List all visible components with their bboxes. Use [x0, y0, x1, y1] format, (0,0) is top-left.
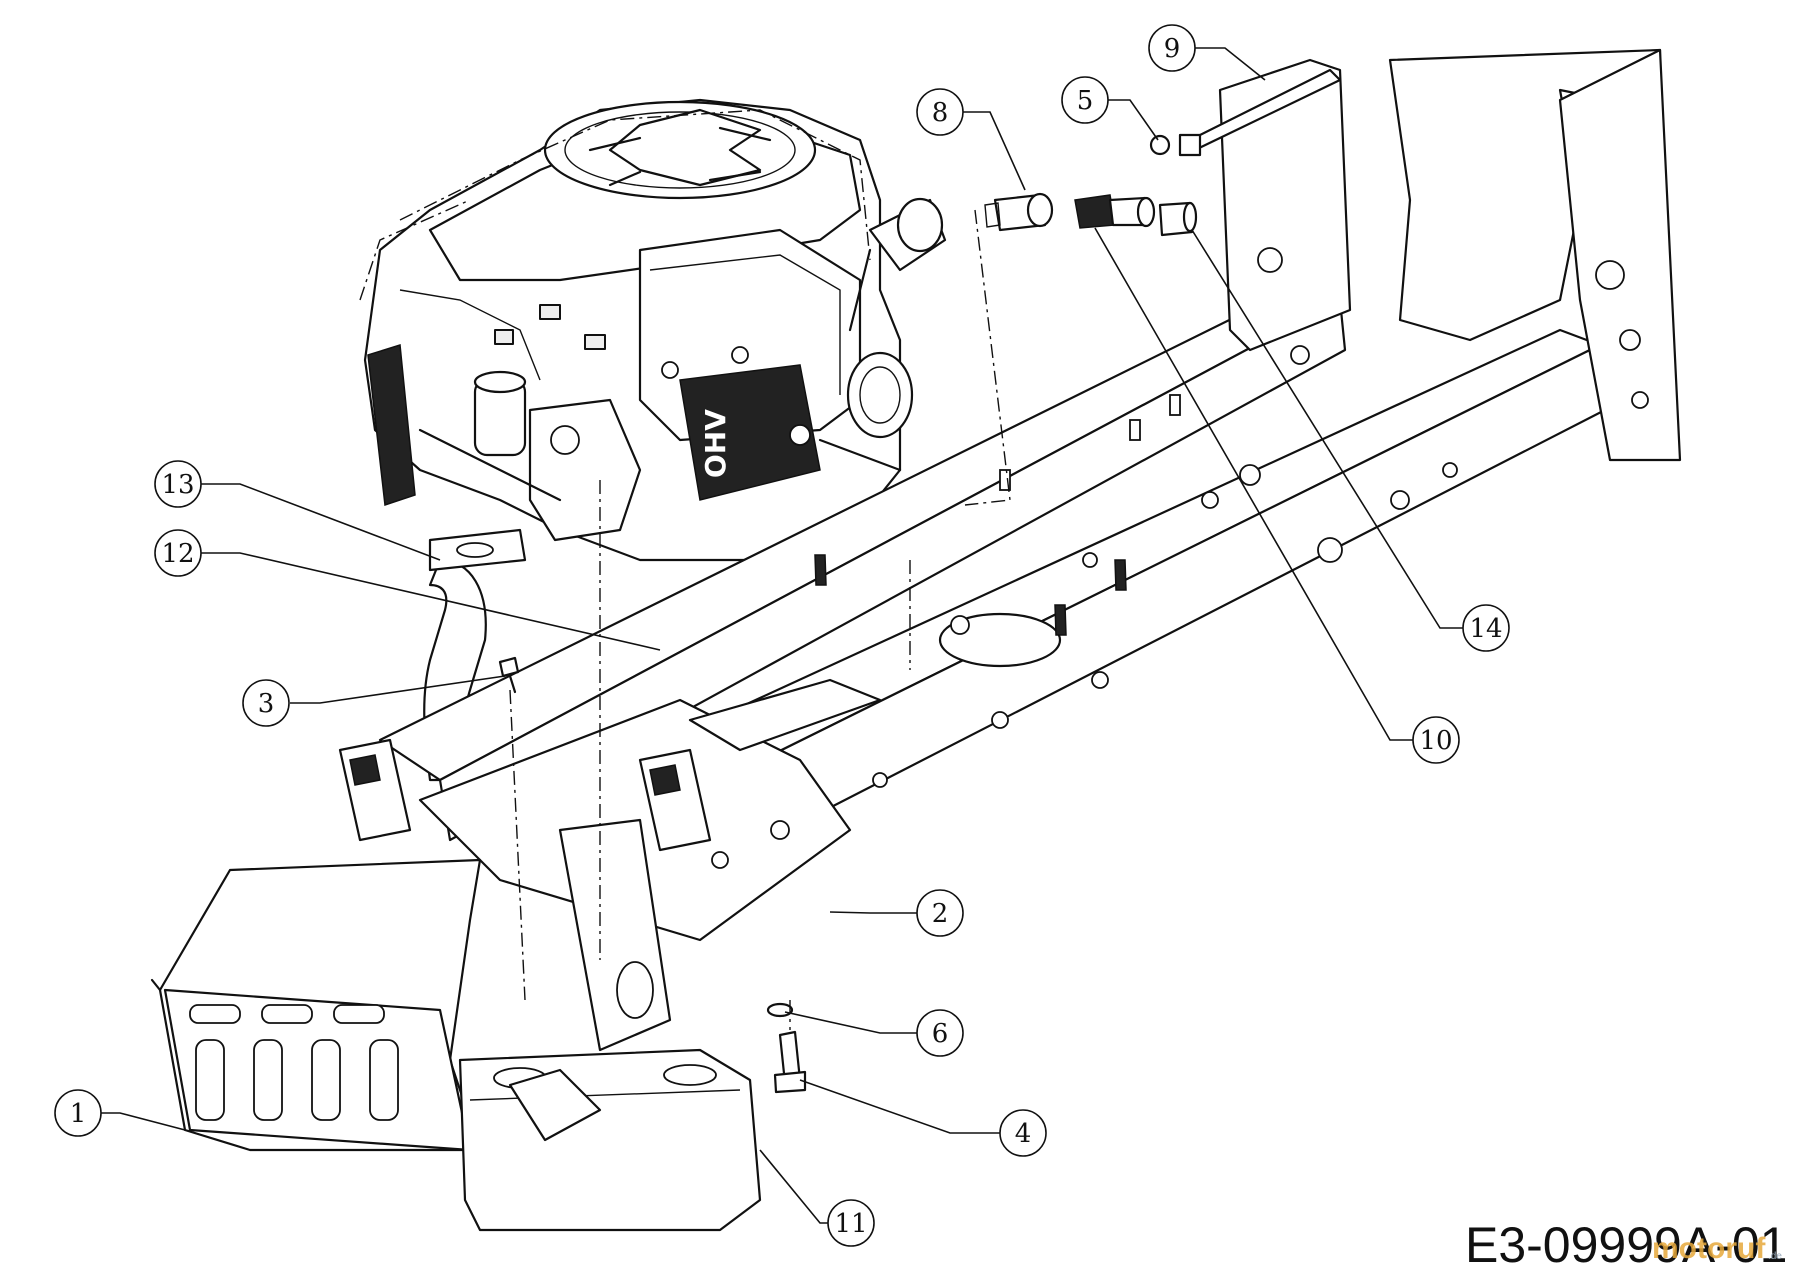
- callout-9: 9: [1148, 24, 1196, 72]
- watermark-logo: motoruf: [1652, 1232, 1766, 1265]
- callout-4: 4: [999, 1109, 1047, 1157]
- watermark-domain: .de: [1768, 1251, 1782, 1262]
- callout-5-label: 5: [1077, 86, 1094, 116]
- callout-3-label: 3: [258, 689, 275, 719]
- engine-assembly: OHV: [359, 98, 947, 562]
- callout-6: 6: [916, 1009, 964, 1057]
- callout-2: 2: [916, 889, 964, 937]
- callout-1-label: 1: [70, 1099, 87, 1129]
- muffler-guard: [150, 858, 482, 1152]
- drawing-code: E3-09999A-01: [1465, 1217, 1787, 1272]
- callout-6-label: 6: [932, 1019, 949, 1049]
- callout-12-label: 12: [161, 539, 194, 569]
- callout-labels: 1 2 3 4 5 6 8 9: [54, 24, 1510, 1247]
- callout-8: 8: [916, 88, 964, 136]
- callout-8-label: 8: [932, 98, 949, 128]
- callout-9-label: 9: [1164, 34, 1181, 64]
- callout-5: 5: [1061, 76, 1109, 124]
- callout-14-label: 14: [1469, 614, 1502, 644]
- callout-13: 13: [154, 460, 202, 508]
- callout-3: 3: [242, 679, 290, 727]
- callout-14: 14: [1462, 604, 1510, 652]
- callout-1: 1: [54, 1089, 102, 1137]
- callout-10: 10: [1412, 716, 1460, 764]
- callout-10-label: 10: [1419, 726, 1452, 756]
- callout-4-label: 4: [1015, 1119, 1032, 1149]
- callout-2-label: 2: [932, 899, 949, 929]
- small-parts: [498, 134, 1198, 1094]
- callout-11-label: 11: [834, 1209, 867, 1239]
- callout-13-label: 13: [161, 470, 194, 500]
- engine-ohv-label: OHV: [699, 409, 732, 478]
- muffler: [458, 1048, 762, 1232]
- callout-12: 12: [154, 529, 202, 577]
- tractor-frame: [338, 48, 1682, 1052]
- callout-11: 11: [827, 1199, 875, 1247]
